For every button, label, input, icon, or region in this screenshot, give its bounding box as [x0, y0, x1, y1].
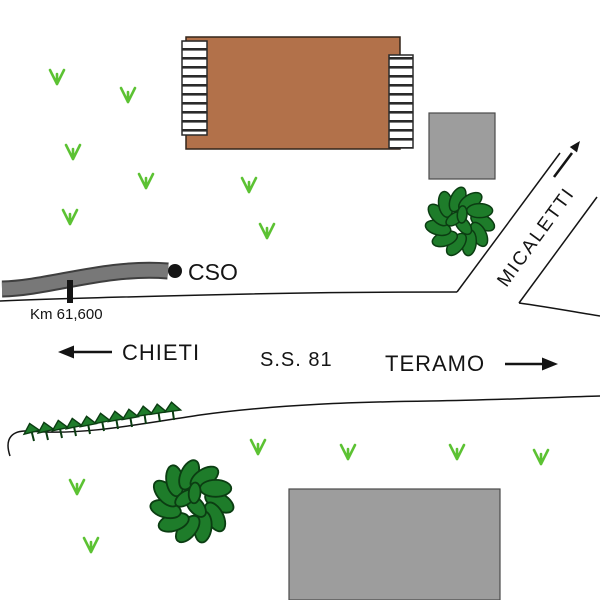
- micaletti-street-arrow-icon: [569, 141, 580, 153]
- grass-tuft-icon: [258, 222, 276, 240]
- highway-label: S.S. 81: [260, 349, 333, 371]
- grass-tuft-icon: [532, 448, 550, 466]
- outbuilding-square: [428, 112, 496, 180]
- chieti-label: CHIETI: [122, 340, 200, 365]
- chieti-direction-arrow-icon: [58, 345, 112, 359]
- grass-tuft-icon: [119, 86, 137, 104]
- grass-tuft-icon: [137, 172, 155, 190]
- teramo-direction-arrow-icon: [505, 357, 558, 371]
- grass-tuft-icon: [64, 143, 82, 161]
- grass-tuft-icon: [249, 438, 267, 456]
- micaletti-street-arrow-shaft: [552, 152, 574, 178]
- grass-tuft-icon: [448, 443, 466, 461]
- grass-tuft-icon: [240, 176, 258, 194]
- shrub-icon: [423, 183, 499, 260]
- grass-tuft-icon: [82, 536, 100, 554]
- teramo-label: TERAMO: [385, 351, 485, 376]
- building-left-stairs: [181, 40, 208, 136]
- cso-marker-dot: [168, 264, 182, 278]
- grass-tuft-icon: [48, 68, 66, 86]
- km-marker-label: Km 61,600: [30, 306, 103, 323]
- bottom-building: [288, 488, 501, 600]
- km-post-icon: [67, 280, 73, 303]
- grass-tuft-icon: [339, 443, 357, 461]
- shrub-icon: [147, 456, 238, 548]
- micaletti-street: [456, 141, 598, 304]
- cso-access-road: [1, 261, 169, 298]
- roadside-tree-icon: [77, 413, 99, 437]
- main-road-lower-edge: [7, 395, 600, 457]
- grass-tuft-icon: [68, 478, 86, 496]
- grass-tuft-icon: [61, 208, 79, 226]
- main-building: [185, 36, 401, 150]
- cso-label: CSO: [188, 259, 238, 285]
- main-road-upper-edge-east: [518, 302, 600, 317]
- building-right-stairs: [388, 54, 414, 149]
